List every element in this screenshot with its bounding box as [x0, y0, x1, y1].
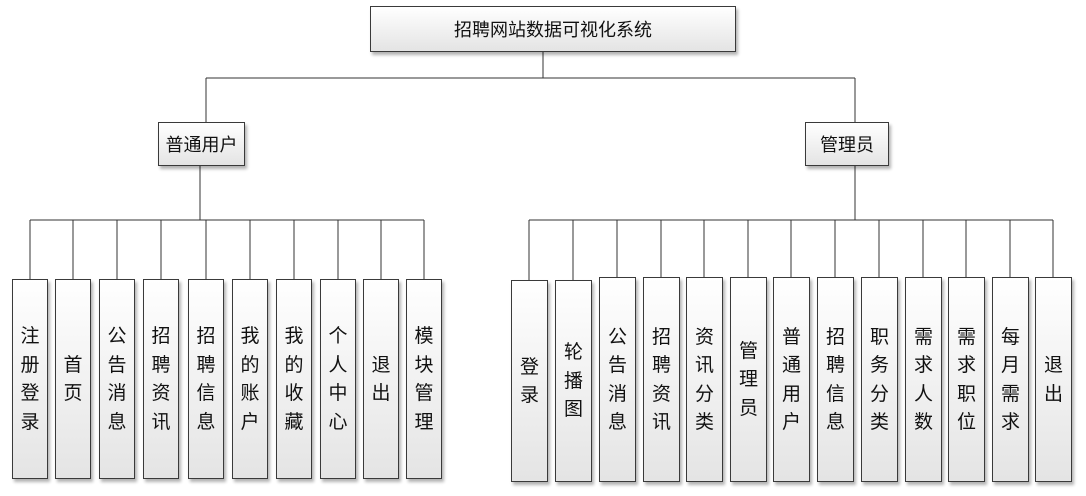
- leaf-node: 招聘资讯: [643, 277, 680, 482]
- leaf-node: 模块管理: [406, 279, 442, 479]
- leaf-node: 个人中心: [320, 279, 356, 479]
- leaf-node: 资讯分类: [686, 277, 723, 482]
- leaf-label: 模块管理: [414, 325, 434, 433]
- leaf-label: 每月需求: [1000, 325, 1020, 434]
- root-node: 招聘网站数据可视化系统: [370, 6, 736, 52]
- leaf-node: 需求职位: [948, 277, 985, 482]
- leaf-node: 职务分类: [861, 277, 898, 482]
- leaf-label: 资讯分类: [694, 325, 714, 434]
- leaf-label: 需求职位: [956, 325, 976, 434]
- leaf-label: 职务分类: [869, 325, 889, 434]
- leaf-node: 需求人数: [905, 277, 942, 482]
- leaf-node: 轮播图: [555, 280, 592, 482]
- branch-node-regular-user: 普通用户: [158, 122, 245, 166]
- branch-label: 管理员: [820, 135, 874, 156]
- leaf-node: 招聘信息: [188, 279, 224, 479]
- leaf-label: 轮播图: [563, 341, 583, 421]
- leaf-node: 招聘资讯: [143, 279, 179, 479]
- leaf-node: 登录: [511, 280, 548, 482]
- leaf-label: 个人中心: [328, 325, 348, 433]
- leaf-node: 注册登录: [12, 279, 48, 479]
- leaf-label: 我的账户: [240, 325, 260, 433]
- leaf-label: 管理员: [738, 339, 758, 419]
- branch-label: 普通用户: [165, 135, 238, 156]
- leaf-label: 需求人数: [913, 325, 933, 434]
- leaf-label: 招聘资讯: [651, 325, 671, 434]
- leaf-label: 我的收藏: [284, 325, 304, 433]
- leaf-label: 招聘信息: [196, 325, 216, 433]
- leaf-label: 普通用户: [781, 325, 801, 434]
- leaf-label: 公告消息: [107, 325, 127, 433]
- leaf-label: 首页: [63, 353, 83, 405]
- leaf-node: 每月需求: [992, 277, 1029, 482]
- leaf-node: 管理员: [730, 277, 767, 482]
- leaf-label: 招聘资讯: [151, 325, 171, 433]
- leaf-node: 首页: [55, 279, 91, 479]
- leaf-label: 注册登录: [20, 325, 40, 433]
- leaf-label: 登录: [519, 355, 539, 407]
- leaf-label: 招聘信息: [825, 325, 845, 434]
- leaf-node: 退出: [363, 279, 399, 479]
- leaf-node: 招聘信息: [817, 277, 854, 482]
- leaf-label: 公告消息: [607, 325, 627, 434]
- branch-node-admin: 管理员: [805, 122, 889, 166]
- leaf-node: 我的收藏: [276, 279, 312, 479]
- leaf-label: 退出: [1043, 354, 1063, 405]
- leaf-node: 退出: [1035, 277, 1072, 482]
- leaf-label: 退出: [371, 353, 391, 405]
- leaf-node: 我的账户: [232, 279, 268, 479]
- leaf-node: 公告消息: [99, 279, 135, 479]
- root-label: 招聘网站数据可视化系统: [454, 20, 652, 41]
- leaf-node: 公告消息: [599, 277, 636, 482]
- leaf-node: 普通用户: [773, 277, 810, 482]
